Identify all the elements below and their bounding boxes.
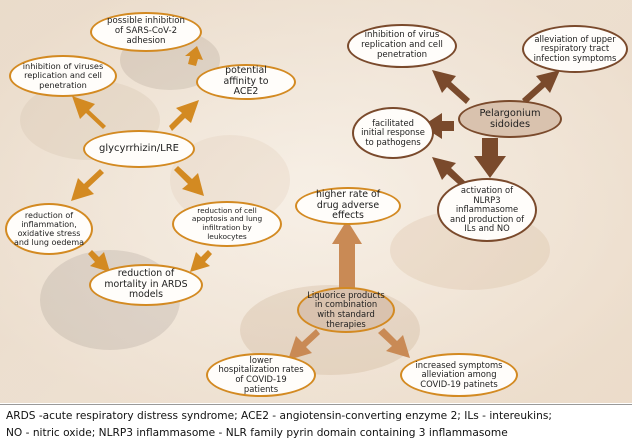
arrow-inflammation-to-mortality — [88, 250, 110, 272]
arrow-liquorice-to-symptoms — [378, 328, 410, 358]
arrow-pelargonium-to-nlrp3 — [474, 138, 506, 178]
arrow-pelargonium-to-upper-respiratory — [522, 70, 560, 104]
arrow-liquorice-to-adverse — [332, 220, 362, 288]
node-lower-hospitalization: lower hospitalization rates of COVID-19 … — [206, 353, 316, 397]
node-liquorice-products: Liquorice products in combination with s… — [297, 287, 395, 333]
arrow-glycyrrhizin-to-inflammation — [71, 169, 104, 201]
node-facilitated-initial-response: facilitated initial response to pathogen… — [352, 107, 434, 159]
arrow-apoptosis-to-mortality — [190, 250, 212, 272]
arrow-glycyrrhizin-to-ace2 — [169, 100, 199, 131]
node-inhibition-viruses-replication: inhibition of viruses replication and ce… — [9, 55, 117, 97]
arrow-pelargonium-to-facilitated — [422, 113, 454, 139]
caption-line-1: ARDS -acute respiratory distress syndrom… — [6, 410, 552, 422]
arrow-ace2-to-sars — [185, 46, 203, 66]
node-activation-nlrp3: activation of NLRP3 inflammasome and pro… — [437, 178, 537, 242]
node-upper-respiratory-alleviation: alleviation of upper respiratory tract i… — [522, 25, 628, 73]
arrow-glycyrrhizin-to-inhibition — [72, 96, 106, 129]
arrow-glycyrrhizin-to-apoptosis — [174, 166, 204, 196]
node-pelargonium-sidoides: Pelargonium sidoides — [458, 100, 562, 138]
node-reduction-inflammation: reduction of inflammation, oxidative str… — [5, 203, 93, 255]
node-reduction-apoptosis: reduction of cell apoptosis and lung inf… — [172, 201, 282, 247]
node-inhibition-virus-replication: inhibition of virus replication and cell… — [347, 24, 457, 68]
node-increased-symptoms-alleviation: increased symptoms alleviation among COV… — [400, 353, 518, 397]
arrow-liquorice-to-hospitalization — [288, 329, 320, 360]
node-sars-cov-2-adhesion: possible inhibition of SARS-CoV-2 adhesi… — [90, 12, 202, 52]
node-glycyrrhizin-lre: glycyrrhizin/LRE — [83, 130, 195, 168]
node-drug-adverse-effects: higher rate of drug adverse effects — [295, 187, 401, 225]
node-potential-affinity-ace2: potential affinity to ACE2 — [196, 64, 296, 100]
caption-line-2: NO - nitric oxide; NLRP3 inflammasome - … — [6, 427, 508, 439]
node-reduction-mortality: reduction of mortality in ARDS models — [89, 264, 203, 306]
arrow-pelargonium-to-inhibition — [432, 70, 470, 104]
herb-shape — [170, 135, 290, 225]
abbreviations-caption: ARDS -acute respiratory distress syndrom… — [0, 404, 632, 443]
diagram-panel: possible inhibition of SARS-CoV-2 adhesi… — [0, 0, 632, 403]
